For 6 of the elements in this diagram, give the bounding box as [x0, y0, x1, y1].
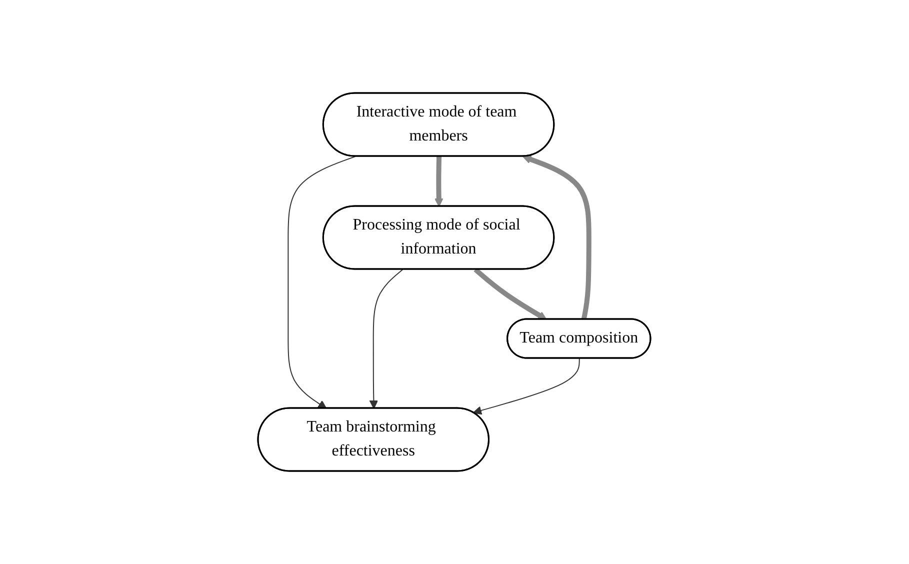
- arrow: [522, 155, 592, 320]
- arrow: [473, 358, 580, 415]
- arrow: [434, 156, 444, 207]
- arrow: [370, 269, 404, 409]
- arrow: [474, 268, 548, 320]
- arrow: [288, 156, 356, 409]
